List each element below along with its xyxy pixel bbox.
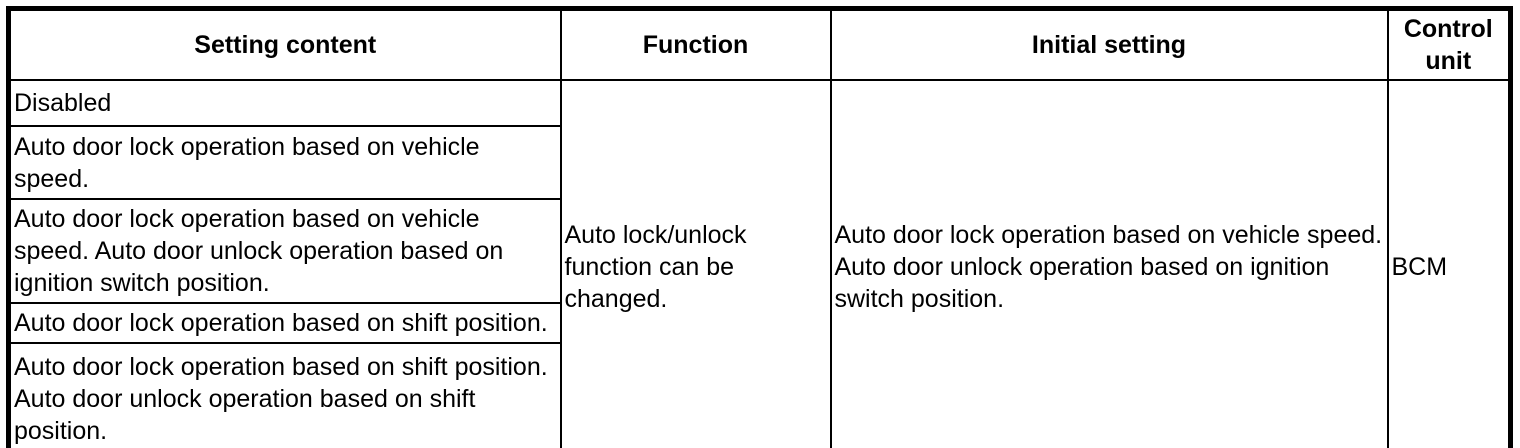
- header-row: Setting content Function Initial setting…: [7, 7, 1512, 81]
- table-row: Auto door lock operation based on shift …: [7, 342, 1511, 448]
- setting-cell-shift-position-unlock: Auto door lock operation based on shift …: [7, 342, 562, 448]
- setting-cell-shift-position: Auto door lock operation based on shift …: [7, 302, 562, 344]
- table-row: Auto door lock operation based on vehicl…: [7, 198, 1511, 304]
- setting-cell-vehicle-speed: Auto door lock operation based on vehicl…: [7, 125, 562, 200]
- initial-setting-cell: Auto door lock operation based on vehicl…: [829, 79, 1389, 448]
- function-cell: Auto lock/unlock function can be changed…: [559, 79, 832, 448]
- table-row: Auto door lock operation based on vehicl…: [7, 125, 1511, 200]
- function-header: Function: [559, 7, 832, 81]
- control-unit-cell: BCM: [1386, 79, 1512, 448]
- table-row: Auto door lock operation based on shift …: [7, 302, 1511, 344]
- initial-setting-header: Initial setting: [829, 7, 1389, 81]
- table-row: Disabled Auto lock/unlock function can b…: [7, 79, 1512, 448]
- setting-content-header: Setting content: [7, 7, 562, 81]
- auto-lock-settings-table: Setting content Function Initial setting…: [6, 6, 1513, 448]
- setting-cell-disabled: Disabled: [7, 79, 562, 127]
- control-unit-header: Control unit: [1386, 7, 1512, 81]
- setting-cell-vehicle-speed-ignition: Auto door lock operation based on vehicl…: [7, 198, 562, 304]
